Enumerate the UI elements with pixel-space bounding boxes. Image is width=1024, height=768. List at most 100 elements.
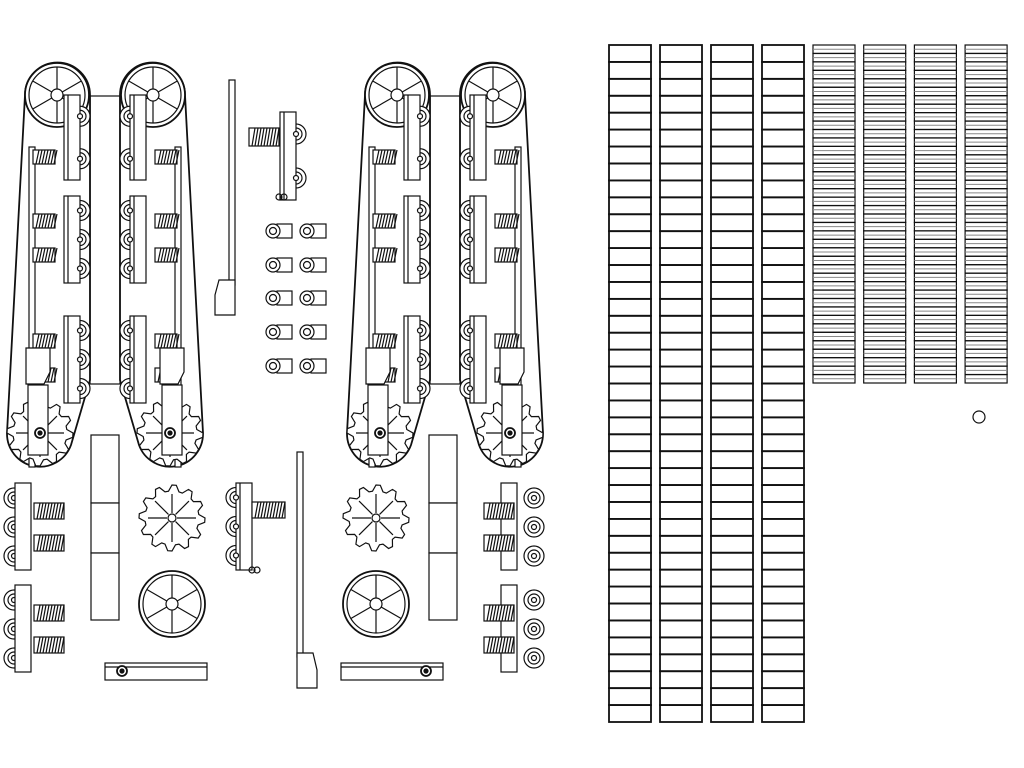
spring-part xyxy=(32,149,58,165)
track-link xyxy=(710,297,754,317)
track-link xyxy=(710,602,754,622)
spring-part xyxy=(483,534,515,552)
bogie-part xyxy=(279,111,307,201)
spring-part xyxy=(483,604,515,622)
track-link xyxy=(659,416,703,436)
bogie-part xyxy=(403,94,431,181)
track-link xyxy=(761,433,805,453)
track-link xyxy=(608,264,652,283)
small-wheel-part xyxy=(265,358,293,374)
small-wheel-part xyxy=(265,257,293,273)
track-link xyxy=(608,365,652,385)
spring-part xyxy=(251,501,286,519)
track-link xyxy=(659,264,703,283)
track-link xyxy=(608,179,652,199)
spring-part xyxy=(494,333,520,349)
track-link xyxy=(761,61,805,80)
track-link xyxy=(608,687,652,706)
sprocket-part xyxy=(138,484,206,552)
spring-part xyxy=(372,333,398,349)
track-link xyxy=(608,111,652,131)
track-link xyxy=(608,484,652,503)
track-link xyxy=(761,602,805,622)
small-wheel-part xyxy=(299,257,327,273)
track-link xyxy=(659,501,703,520)
right-track-assembly xyxy=(346,61,544,468)
track-link xyxy=(608,467,652,486)
track-link xyxy=(710,518,754,537)
left-track-assembly xyxy=(6,61,204,468)
hull-strip-part xyxy=(90,434,120,621)
track-link xyxy=(659,382,703,402)
track-link xyxy=(659,247,703,266)
track-link xyxy=(659,162,703,182)
track-link xyxy=(659,534,703,554)
bogie-part xyxy=(63,195,91,284)
track-link xyxy=(761,230,805,250)
track-link xyxy=(608,585,652,605)
spring-part xyxy=(32,333,58,349)
loose-arm-part xyxy=(214,79,236,316)
spring-part xyxy=(154,213,180,229)
track-link xyxy=(608,670,652,690)
track-link xyxy=(659,687,703,706)
track-link xyxy=(608,281,652,300)
track-link xyxy=(608,619,652,639)
track-link xyxy=(710,687,754,706)
track-link xyxy=(608,94,652,114)
track-link xyxy=(659,145,703,165)
track-link xyxy=(608,568,652,588)
small-wheel-part xyxy=(299,358,327,374)
track-link xyxy=(659,61,703,80)
track-link xyxy=(761,687,805,706)
spring-part xyxy=(33,534,65,552)
track-link xyxy=(761,213,805,233)
track-link xyxy=(761,619,805,639)
track-link xyxy=(659,77,703,97)
track-link xyxy=(659,636,703,656)
spring-part xyxy=(372,213,398,229)
track-link xyxy=(608,433,652,453)
track-link xyxy=(761,585,805,605)
track-link xyxy=(659,179,703,199)
track-link xyxy=(761,111,805,131)
track-link xyxy=(710,382,754,402)
track-link xyxy=(710,619,754,639)
track-link xyxy=(659,518,703,537)
loose-arm-part xyxy=(296,451,318,689)
track-link xyxy=(761,484,805,503)
sprocket-part xyxy=(342,484,410,552)
track-link xyxy=(659,585,703,605)
track-link xyxy=(608,534,652,554)
track-link xyxy=(710,111,754,131)
track-link xyxy=(608,44,652,63)
track-link xyxy=(710,501,754,520)
track-link xyxy=(761,314,805,334)
track-link xyxy=(710,585,754,605)
track-link xyxy=(710,314,754,334)
track-link xyxy=(608,602,652,622)
track-link xyxy=(608,297,652,317)
track-link xyxy=(659,365,703,385)
narrow-track-strip xyxy=(964,44,1008,384)
track-link xyxy=(659,297,703,317)
track-link xyxy=(608,450,652,470)
track-link xyxy=(608,416,652,436)
track-link xyxy=(761,670,805,690)
track-link xyxy=(710,568,754,588)
track-link xyxy=(710,44,754,63)
small-bogie-part xyxy=(248,111,307,201)
track-link xyxy=(710,247,754,266)
hull-strip-part xyxy=(428,434,458,621)
track-link xyxy=(710,467,754,486)
track-link xyxy=(659,450,703,470)
track-link xyxy=(710,281,754,300)
track-link xyxy=(710,670,754,690)
track-link xyxy=(761,467,805,486)
bogie-part xyxy=(459,195,487,284)
track-side xyxy=(119,61,204,468)
track-link xyxy=(710,450,754,470)
bogie-part xyxy=(119,315,147,404)
spring-part xyxy=(154,247,180,263)
